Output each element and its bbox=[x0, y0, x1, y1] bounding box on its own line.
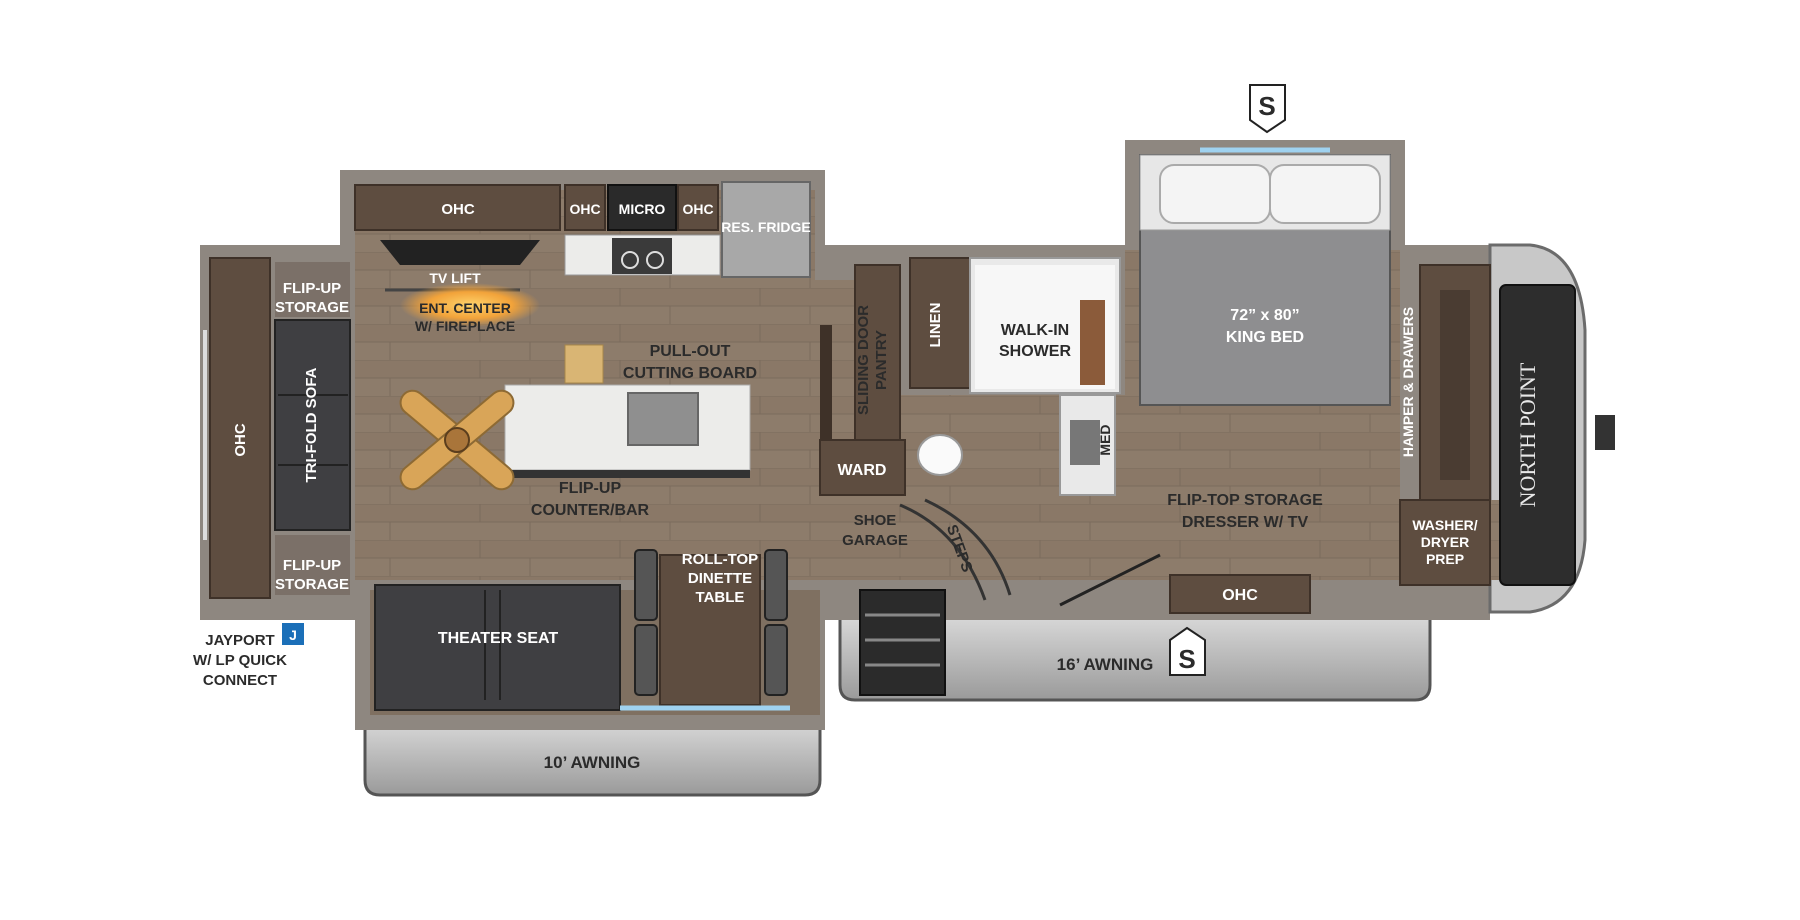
front-cap bbox=[1499, 284, 1615, 586]
slideout-marker-bottom: S bbox=[1169, 626, 1206, 676]
king-bed-label-2: KING BED bbox=[1226, 329, 1304, 346]
awning-16-label: 16’ AWNING bbox=[1057, 655, 1154, 674]
walk-in-label-1: WALK-IN bbox=[1001, 322, 1069, 339]
slideout-marker-top-label: S bbox=[1258, 91, 1275, 121]
shoe-garage-label-1: SHOE bbox=[854, 512, 897, 529]
res-fridge-label: RES. FRIDGE bbox=[721, 219, 810, 235]
awning-10 bbox=[363, 718, 822, 797]
theater-seat-label: THEATER SEAT bbox=[438, 630, 559, 647]
ward-label: WARD bbox=[838, 462, 887, 479]
med-label: MED bbox=[1097, 424, 1113, 455]
jayport-marker-label: J bbox=[289, 627, 297, 643]
jayport-marker: J bbox=[282, 623, 304, 645]
room-labels: OHC OHC MICRO OHC RES. FRIDGE TV LIFT EN… bbox=[193, 201, 1540, 772]
awning-10-label: 10’ AWNING bbox=[544, 753, 641, 772]
washer-label-1: WASHER/ bbox=[1412, 517, 1477, 533]
ohc-top-label: OHC bbox=[441, 201, 475, 218]
flip-up-storage-bottom-label-2: STORAGE bbox=[275, 576, 349, 593]
tv-lift-label: TV LIFT bbox=[429, 270, 481, 286]
flip-top-label-2: DRESSER W/ TV bbox=[1182, 514, 1309, 531]
bedroom bbox=[1139, 147, 1491, 586]
micro-label: MICRO bbox=[619, 201, 666, 217]
theater-dinette-slideout bbox=[374, 549, 790, 711]
sliding-door-label-2: PANTRY bbox=[873, 330, 890, 390]
ohc-small-right-label: OHC bbox=[682, 201, 713, 217]
bathroom bbox=[909, 257, 1121, 496]
brand-logo: NORTH POINT bbox=[1515, 362, 1540, 507]
washer-label-3: PREP bbox=[1426, 551, 1464, 567]
slideout-marker-bottom-label: S bbox=[1178, 644, 1195, 674]
ohc-bottom-label: OHC bbox=[1222, 587, 1258, 604]
ent-center-label-1: ENT. CENTER bbox=[419, 300, 511, 316]
jayport-label-2: W/ LP QUICK bbox=[193, 652, 287, 669]
jayport-label-3: CONNECT bbox=[203, 672, 277, 689]
linen-label: LINEN bbox=[927, 303, 944, 348]
flip-up-storage-top-label-1: FLIP-UP bbox=[283, 280, 341, 297]
tri-fold-sofa-label: TRI-FOLD SOFA bbox=[303, 367, 320, 482]
ohc-left-label: OHC bbox=[232, 423, 249, 457]
pantry-ward bbox=[819, 264, 906, 496]
sliding-door-label-1: SLIDING DOOR bbox=[855, 305, 872, 415]
awning-16 bbox=[838, 613, 1432, 702]
kitchen-island bbox=[504, 344, 751, 478]
flip-up-storage-top-label-2: STORAGE bbox=[275, 299, 349, 316]
ceiling-fan bbox=[399, 389, 515, 491]
roll-top-label-1: ROLL-TOP bbox=[682, 551, 758, 568]
pull-out-label-1: PULL-OUT bbox=[650, 343, 731, 360]
slideout-marker-top: S bbox=[1249, 84, 1286, 134]
jayport-label-1: JAYPORT bbox=[205, 632, 274, 649]
washer-label-2: DRYER bbox=[1421, 534, 1470, 550]
ent-center-label-2: W/ FIREPLACE bbox=[415, 318, 515, 334]
living-left bbox=[203, 257, 351, 599]
flip-top-label-1: FLIP-TOP STORAGE bbox=[1167, 492, 1323, 509]
roll-top-label-2: DINETTE bbox=[688, 570, 752, 587]
flip-up-counter-label-1: FLIP-UP bbox=[559, 480, 622, 497]
walk-in-label-2: SHOWER bbox=[999, 343, 1071, 360]
pull-out-label-2: CUTTING BOARD bbox=[623, 365, 757, 382]
shoe-garage-label-2: GARAGE bbox=[842, 532, 908, 549]
flip-up-counter-label-2: COUNTER/BAR bbox=[531, 502, 650, 519]
king-bed-label-1: 72” x 80” bbox=[1230, 307, 1299, 324]
dresser-area bbox=[1059, 553, 1311, 614]
roll-top-label-3: TABLE bbox=[696, 589, 745, 606]
hamper-label: HAMPER & DRAWERS bbox=[1400, 307, 1416, 457]
entry-steps bbox=[859, 498, 1012, 696]
flip-up-storage-bottom-label-1: FLIP-UP bbox=[283, 557, 341, 574]
kitchen-slideout bbox=[354, 181, 811, 327]
ohc-small-left-label: OHC bbox=[569, 201, 600, 217]
